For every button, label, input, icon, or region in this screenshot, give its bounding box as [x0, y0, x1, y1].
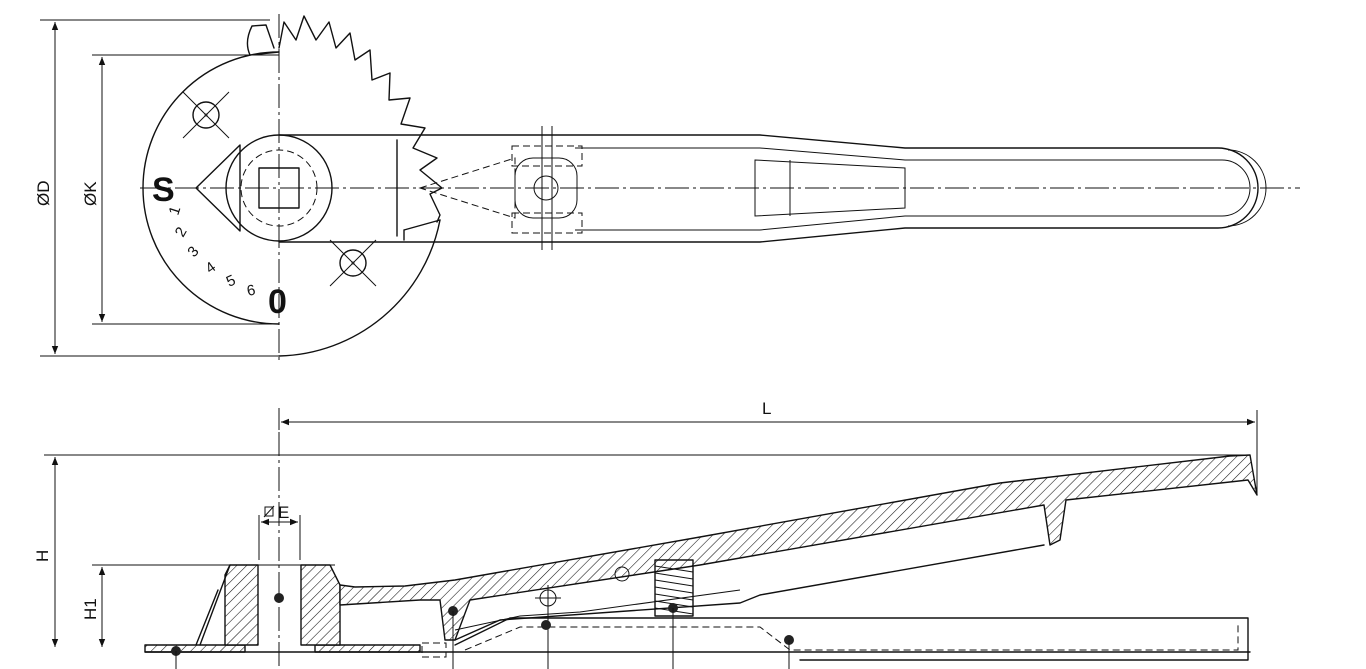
svg-text:1: 1 — [166, 204, 185, 217]
open-marker: S — [152, 171, 175, 209]
sector-outer-arc — [278, 219, 441, 357]
lever-section — [339, 454, 1258, 641]
sector-rim — [142, 24, 280, 325]
lever-end-curl — [1227, 149, 1267, 227]
top-view: S 0 1 2 3 4 5 6 ØD ØK — [34, 14, 1300, 360]
hub-outer — [225, 134, 333, 242]
lower-handle-inner — [464, 624, 1239, 651]
sector-edge — [403, 219, 441, 241]
square-drive — [258, 167, 300, 209]
lower-handle — [454, 617, 1249, 661]
dim-label-height-lower: H1 — [81, 598, 100, 620]
hub-inner — [240, 149, 318, 227]
pawl-guide — [454, 589, 741, 631]
svg-text:4: 4 — [202, 259, 219, 278]
position-scale: 1 2 3 4 5 6 — [166, 204, 257, 300]
pivot-hole — [614, 566, 630, 582]
hub-section-left — [224, 564, 259, 646]
pawl-block — [511, 126, 583, 250]
dim-label-outer-diameter: ØD — [34, 181, 53, 207]
svg-text:2: 2 — [172, 224, 191, 240]
pawl-arm — [454, 544, 1045, 641]
hub-section-right — [300, 564, 341, 646]
bolt-hole-lower — [329, 239, 377, 287]
handle-slot — [754, 159, 906, 217]
dim-label-height: H — [33, 550, 52, 562]
pointer-triangle — [195, 144, 241, 232]
svg-text:6: 6 — [245, 282, 257, 300]
svg-text:5: 5 — [224, 272, 239, 291]
side-view: L H H1 E — [33, 399, 1258, 669]
callout-dots — [171, 593, 794, 669]
dim-label-bore: E — [278, 503, 289, 522]
latch-link — [418, 157, 516, 219]
base-plate-right — [314, 644, 421, 653]
base-plate — [144, 644, 246, 653]
dim-label-inner-diameter: ØK — [81, 181, 100, 206]
svg-text:3: 3 — [184, 243, 202, 261]
lever-inner-channel — [575, 147, 1251, 231]
dim-label-length: L — [762, 399, 771, 418]
gear-teeth — [278, 15, 443, 223]
bore-symbol-icon — [263, 505, 275, 518]
lock-tab — [421, 642, 447, 658]
lever-outline — [278, 134, 1259, 243]
hub-web — [195, 564, 231, 646]
bolt-hole-upper — [182, 91, 230, 139]
closed-marker: 0 — [268, 283, 287, 321]
